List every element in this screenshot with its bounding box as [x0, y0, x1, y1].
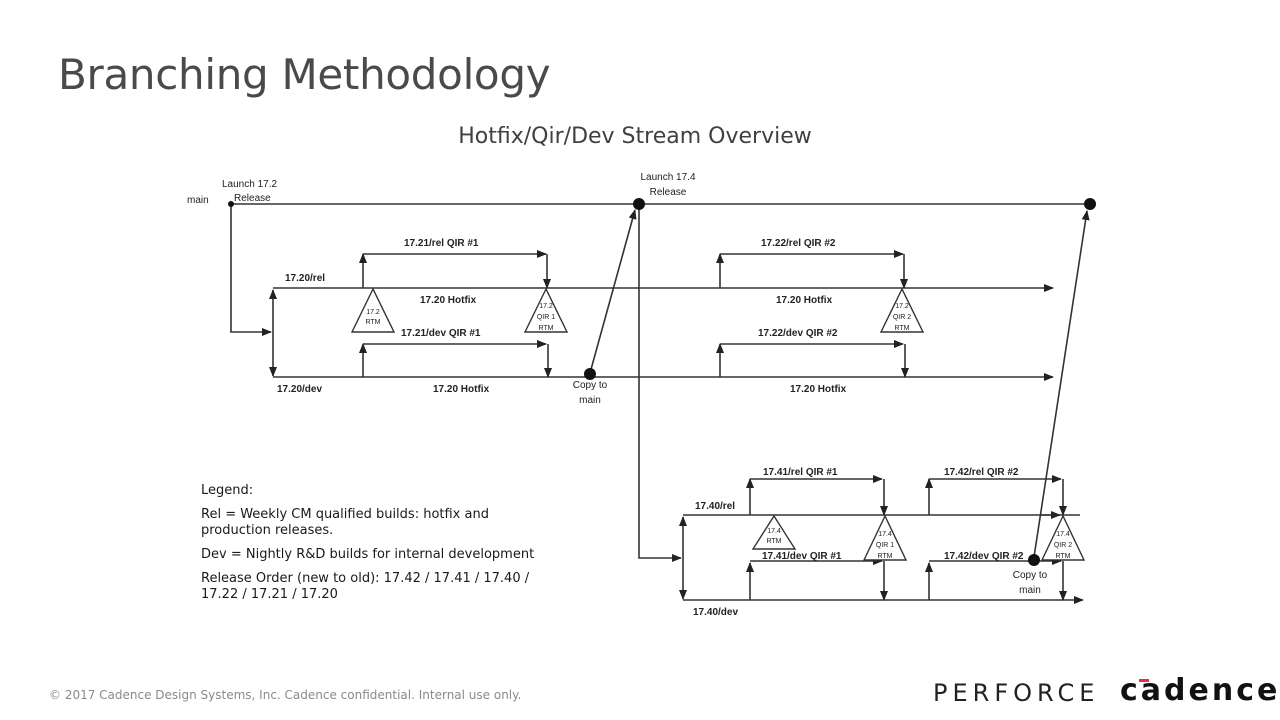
branch-label: 17.40/dev: [693, 607, 738, 618]
milestone-text: 17.4: [767, 528, 781, 535]
cadence-logo: cadence®: [1120, 673, 1280, 708]
milestone-172-qir2-rtm: [879, 287, 925, 333]
milestone-174-qir2-rtm: [1040, 514, 1086, 561]
legend: Legend: Rel = Weekly CM qualified builds…: [201, 483, 561, 611]
milestone-text: QIR 2: [893, 314, 911, 321]
copy-to-main-label: main: [1019, 585, 1041, 596]
launch-172-dot: [228, 201, 234, 207]
branch-label: 17.20/dev: [277, 384, 322, 395]
branch-label: 17.20/rel: [285, 273, 325, 284]
milestone-172-rtm: [350, 287, 396, 333]
milestone-text: 17.2: [539, 303, 553, 310]
legend-heading: Legend:: [201, 483, 254, 498]
milestone-text: RTM: [365, 319, 380, 326]
branch-label: 17.22/rel QIR #2: [761, 238, 836, 249]
milestone-text: RTM: [894, 325, 909, 332]
launch-174-dot: [633, 198, 645, 210]
main-to-1720-branch: [230, 204, 272, 336]
diagram-subtitle: Hotfix/Qir/Dev Stream Overview: [458, 124, 812, 149]
branch-label: 17.42/dev QIR #2: [944, 551, 1024, 562]
main-to-1740-branch: [638, 204, 682, 562]
copy-to-main-dot-1: [584, 368, 596, 380]
hotfix-label: 17.20 Hotfix: [790, 384, 847, 395]
milestone-text: RTM: [877, 553, 892, 560]
branch-label: 17.41/rel QIR #1: [763, 467, 838, 478]
hotfix-label: 17.20 Hotfix: [776, 295, 833, 306]
copy-to-main-arrow-1: [589, 209, 637, 374]
legend-dev: Dev = Nightly R&D builds for internal de…: [201, 547, 535, 562]
milestone-174-qir1-rtm: [862, 514, 908, 561]
launch-172-label: Launch 17.2: [222, 179, 277, 190]
main-end-dot: [1084, 198, 1096, 210]
cadence-logo-text: cadence: [1120, 673, 1280, 708]
milestone-text: 17.2: [366, 309, 380, 316]
launch-174-label: Release: [650, 187, 687, 198]
perforce-logo: PERFORCE: [933, 679, 1100, 707]
branch-label: 17.41/dev QIR #1: [762, 551, 842, 562]
copy-to-main-label: Copy to: [1013, 570, 1048, 581]
main-label: main: [187, 195, 209, 206]
milestone-text: QIR 2: [1054, 542, 1072, 549]
milestone-text: QIR 1: [876, 542, 894, 549]
milestone-text: RTM: [538, 325, 553, 332]
branch-label: 17.42/rel QIR #2: [944, 467, 1019, 478]
copy-to-main-arrow-2: [1033, 210, 1090, 558]
milestone-text: RTM: [1055, 553, 1070, 560]
branch-label: 17.40/rel: [695, 501, 735, 512]
launch-172-label: Release: [234, 193, 271, 204]
branch-label: 17.22/dev QIR #2: [758, 328, 838, 339]
milestone-text: QIR 1: [537, 314, 555, 321]
milestone-text: 17.4: [1056, 531, 1070, 538]
legend-rel: Rel = Weekly CM qualified builds: hotfix…: [201, 507, 489, 538]
copy-to-main-dot-2: [1028, 554, 1040, 566]
copy-to-main-label: main: [579, 395, 601, 406]
cadence-logo-accent: [1139, 679, 1149, 682]
legend-release-order: Release Order (new to old): 17.42 / 17.4…: [201, 571, 530, 602]
hotfix-label: 17.20 Hotfix: [433, 384, 490, 395]
launch-174-label: Launch 17.4: [640, 172, 695, 183]
milestone-172-qir1-rtm: [523, 287, 569, 333]
branch-label: 17.21/dev QIR #1: [401, 328, 481, 339]
copy-to-main-label: Copy to: [573, 380, 608, 391]
slide-title: Branching Methodology: [58, 50, 551, 99]
milestone-text: 17.2: [895, 303, 909, 310]
milestone-text: 17.4: [878, 531, 892, 538]
milestone-text: RTM: [766, 538, 781, 545]
copyright-footer: © 2017 Cadence Design Systems, Inc. Cade…: [49, 688, 522, 702]
hotfix-label: 17.20 Hotfix: [420, 295, 477, 306]
milestone-174-rtm: [751, 514, 797, 550]
branch-label: 17.21/rel QIR #1: [404, 238, 479, 249]
